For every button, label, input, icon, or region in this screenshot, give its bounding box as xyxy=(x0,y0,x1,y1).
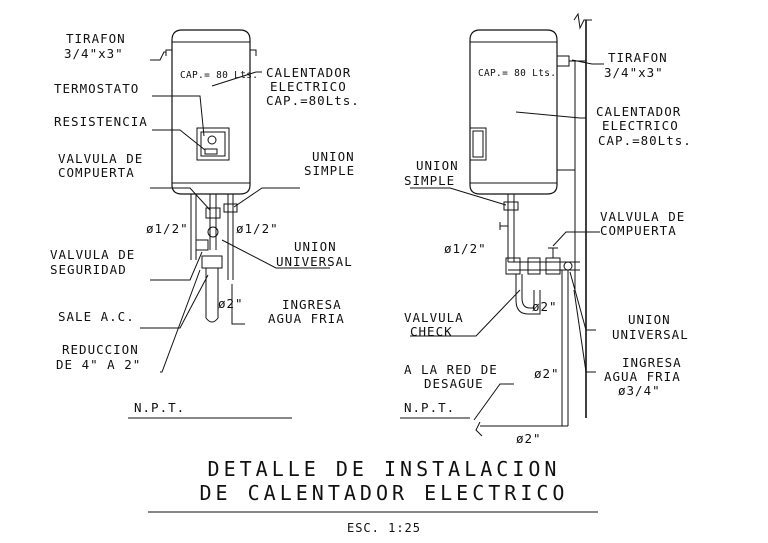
right-union-universal-line2: UNIVERSAL xyxy=(612,327,689,342)
right-ingresa-line3: ø3/4" xyxy=(618,383,661,398)
left-union-simple xyxy=(223,203,238,213)
left-tirafon-bracket xyxy=(165,49,257,56)
right-elevation: CAP.= 80 Lts. TIRAFON 3/4"x3" CALENTADOR… xyxy=(400,12,692,446)
right-valvula-compuerta-line1: VALVULA DE xyxy=(600,209,685,224)
left-gate-valve xyxy=(205,207,221,219)
left-safety-valve xyxy=(195,239,209,251)
left-elevation: CAP.= 80 Lts. TIRAFON 3/4"x3" CALENTADOR… xyxy=(50,29,360,419)
left-termostato-label: TERMOSTATO xyxy=(54,81,139,96)
right-side-panel xyxy=(469,127,487,161)
right-wall-break xyxy=(573,12,592,30)
right-check-valve xyxy=(527,257,541,275)
right-diam-2-right: ø2" xyxy=(534,366,560,381)
right-calentador-line1: CALENTADOR xyxy=(596,104,681,119)
left-diam-half-left: ø1/2" xyxy=(146,221,189,236)
right-union-simple-line2: SIMPLE xyxy=(404,173,455,188)
left-calentador-line2: ELECTRICO xyxy=(270,79,347,94)
left-water-heater-tank xyxy=(171,29,251,195)
left-tank-capacity: CAP.= 80 Lts. xyxy=(180,70,258,81)
right-ingresa-line1: INGRESA xyxy=(622,355,682,370)
right-tirafon-line2: 3/4"x3" xyxy=(604,65,664,80)
right-diam-2-bottom: ø2" xyxy=(516,431,542,446)
right-diam-2-mid: ø2" xyxy=(532,299,558,314)
right-union-universal xyxy=(563,261,573,271)
left-union-universal-line1: UNION xyxy=(294,239,337,254)
right-water-heater-tank xyxy=(469,29,558,195)
right-ingresa-line2: AGUA FRIA xyxy=(604,369,681,384)
left-tirafon-line1: TIRAFON xyxy=(66,31,126,46)
right-trap xyxy=(515,274,541,315)
left-reduccion-line1: REDUCCION xyxy=(62,342,139,357)
right-small-valve xyxy=(499,222,508,230)
right-valvula-check-line1: VALVULA xyxy=(404,310,464,325)
left-reduccion-line2: DE 4" A 2" xyxy=(56,357,141,372)
left-diam-2: ø2" xyxy=(218,296,244,311)
right-union-simple-line1: UNION xyxy=(416,158,459,173)
right-union-universal-line1: UNION xyxy=(628,312,671,327)
right-gate-valve xyxy=(545,257,561,275)
right-valvula-check-line2: CHECK xyxy=(410,324,453,339)
right-tirafon-line1: TIRAFON xyxy=(608,50,668,65)
right-calentador-line2: ELECTRICO xyxy=(602,118,679,133)
left-npt-label: N.P.T. xyxy=(134,400,185,415)
left-reducer xyxy=(201,255,223,269)
left-tirafon-line2: 3/4"x3" xyxy=(64,46,124,61)
left-calentador-line3: CAP.=80Lts. xyxy=(266,93,360,108)
left-union-universal-line2: UNIVERSAL xyxy=(276,254,353,269)
left-ingresa-line2: AGUA FRIA xyxy=(268,311,345,326)
left-union-universal xyxy=(207,226,219,238)
right-calentador-line3: CAP.=80Lts. xyxy=(598,133,692,148)
left-union-simple-line2: SIMPLE xyxy=(304,163,355,178)
left-ingresa-line1: INGRESA xyxy=(282,297,342,312)
left-valvula-seguridad-line1: VALVULA DE xyxy=(50,247,135,262)
left-diam-half-right: ø1/2" xyxy=(236,221,279,236)
right-desague-line1: A LA RED DE xyxy=(404,362,498,377)
right-tirafon-bracket xyxy=(556,55,570,67)
scale-label: ESC. 1:25 xyxy=(347,521,421,535)
left-sale-ac: SALE A.C. xyxy=(58,309,135,324)
right-union-simple xyxy=(503,201,519,211)
left-resistance xyxy=(204,148,218,155)
left-valvula-compuerta-line1: VALVULA DE xyxy=(58,151,143,166)
right-tank-capacity: CAP.= 80 Lts. xyxy=(478,68,556,79)
right-diam-half: ø1/2" xyxy=(444,241,487,256)
left-valvula-compuerta-line2: COMPUERTA xyxy=(58,165,135,180)
title-line2: DE CALENTADOR ELECTRICO xyxy=(200,481,569,505)
right-desague-line2: DESAGUE xyxy=(424,376,484,391)
left-valvula-seguridad-line2: SEGURIDAD xyxy=(50,262,127,277)
left-union-simple-line1: UNION xyxy=(312,149,355,164)
right-valvula-compuerta-line2: COMPUERTA xyxy=(600,223,677,238)
left-thermostat-knob xyxy=(207,135,217,145)
left-resistencia-label: RESISTENCIA xyxy=(54,114,148,129)
right-npt-label: N.P.T. xyxy=(404,400,455,415)
left-calentador-line1: CALENTADOR xyxy=(266,65,351,80)
right-tee-fitting xyxy=(505,257,521,275)
title-line1: DETALLE DE INSTALACION xyxy=(208,457,561,481)
title-block: DETALLE DE INSTALACION DE CALENTADOR ELE… xyxy=(148,457,598,535)
